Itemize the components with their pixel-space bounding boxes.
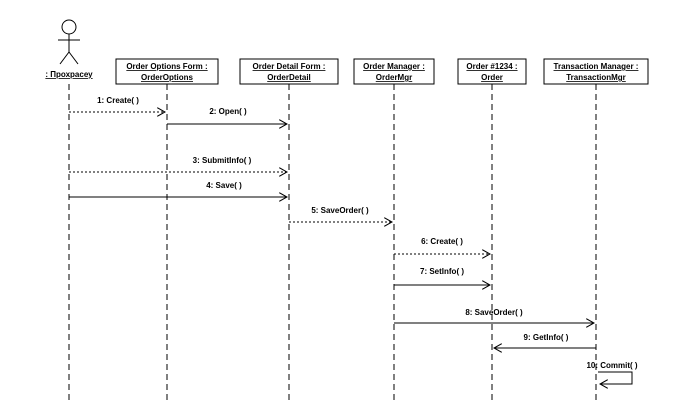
message-9-label: 9: GetInfo( ): [524, 333, 569, 342]
object-form: Order Options Form : OrderOptions: [115, 58, 219, 85]
object-trans: Transaction Manager : TransactionMgr: [543, 58, 649, 85]
actor: : Прохрасеу: [45, 19, 93, 79]
object-form-line2: OrderOptions: [141, 73, 194, 82]
message-8-label: 8: SaveOrder( ): [465, 308, 523, 317]
message-10-label: 10: Commit( ): [586, 361, 637, 370]
object-trans-line2: TransactionMgr: [566, 73, 626, 82]
object-detail-line2: OrderDetail: [267, 73, 311, 82]
message-10: 10: Commit( ): [586, 361, 638, 384]
object-detail-line1: Order Detail Form :: [253, 62, 326, 71]
message-2-label: 2: Open( ): [209, 107, 247, 116]
message-6-label: 6: Create( ): [421, 237, 463, 246]
message-4: 4: Save( ): [69, 181, 287, 197]
object-form-line1: Order Options Form :: [126, 62, 207, 71]
object-trans-line1: Transaction Manager :: [554, 62, 639, 71]
message-7: 7: SetInfo( ): [394, 267, 490, 285]
message-6: 6: Create( ): [394, 237, 490, 254]
object-order: Order #1234 : Order: [457, 58, 527, 85]
object-detail: Order Detail Form : OrderDetail: [239, 58, 339, 85]
message-5: 5: SaveOrder( ): [289, 206, 392, 222]
object-mgr: Order Manager : OrderMgr: [353, 58, 435, 85]
message-3-label: 3: SubmitInfo( ): [193, 156, 252, 165]
message-8: 8: SaveOrder( ): [394, 308, 594, 323]
object-order-line1: Order #1234 :: [466, 62, 517, 71]
message-9: 9: GetInfo( ): [494, 333, 596, 348]
actor-label: : Прохрасеу: [45, 70, 93, 79]
object-order-line2: Order: [481, 73, 503, 82]
message-3: 3: SubmitInfo( ): [69, 156, 287, 172]
message-2: 2: Open( ): [167, 107, 287, 124]
message-7-label: 7: SetInfo( ): [420, 267, 464, 276]
message-5-label: 5: SaveOrder( ): [311, 206, 369, 215]
message-1: 1: Create( ): [69, 96, 165, 112]
object-mgr-line1: Order Manager :: [363, 62, 425, 71]
stick-figure-icon: [58, 19, 80, 65]
message-4-label: 4: Save( ): [206, 181, 242, 190]
message-1-label: 1: Create( ): [97, 96, 139, 105]
object-mgr-line2: OrderMgr: [376, 73, 412, 82]
lifelines: [68, 84, 597, 400]
